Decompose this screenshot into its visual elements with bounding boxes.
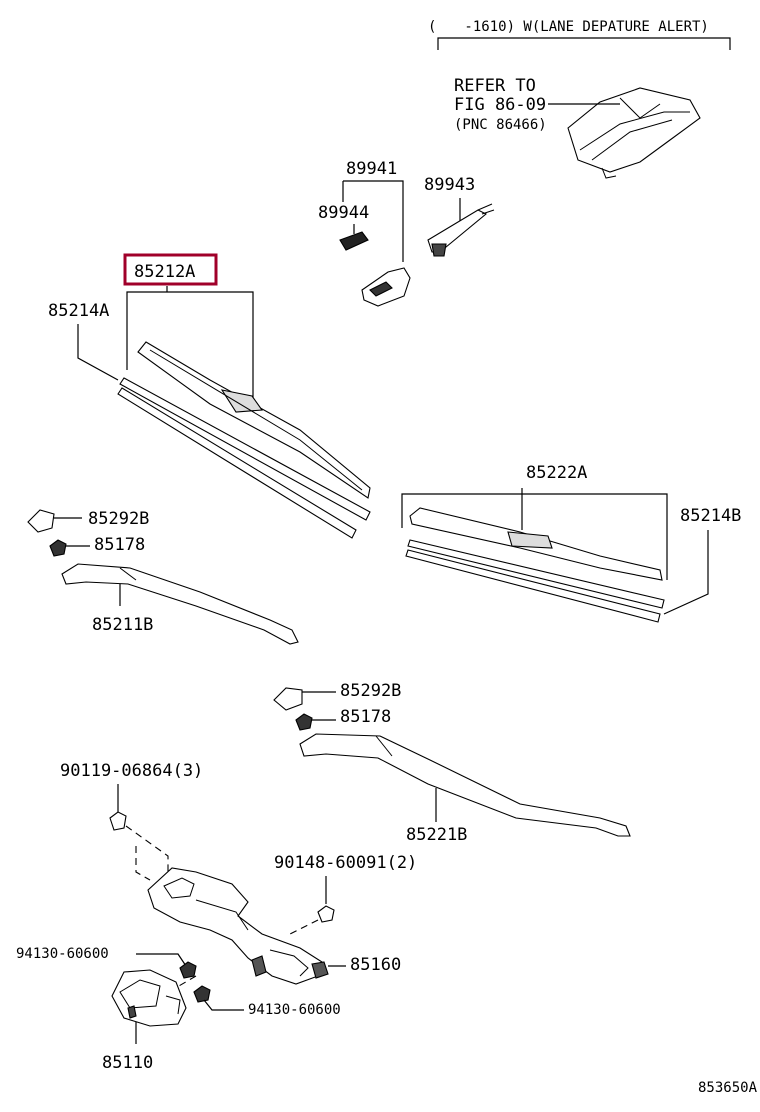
label-85292B-upper[interactable]: 85292B <box>88 509 149 529</box>
nut-94130-lower[interactable] <box>193 985 211 1003</box>
label-90119[interactable]: 90119-06864(3) <box>60 761 203 781</box>
cap-85292B-upper[interactable] <box>27 509 55 533</box>
label-85178-lower[interactable]: 85178 <box>340 707 391 727</box>
label-89941[interactable]: 89941 <box>346 159 397 179</box>
wiper-blade-85212A[interactable] <box>137 341 371 499</box>
label-85178-upper[interactable]: 85178 <box>94 535 145 555</box>
label-85212A[interactable]: 85212A <box>134 262 195 282</box>
nut-85178-upper[interactable] <box>49 539 67 557</box>
bolt-90148[interactable] <box>317 905 335 923</box>
wiper-refill-85214B[interactable] <box>405 539 665 623</box>
wiper-refill-85214A[interactable] <box>117 377 371 539</box>
label-85292B-lower[interactable]: 85292B <box>340 681 401 701</box>
label-89943[interactable]: 89943 <box>424 175 475 195</box>
bracket-89943[interactable] <box>427 203 495 257</box>
label-85221B[interactable]: 85221B <box>406 825 467 845</box>
highlight-85212A <box>123 253 218 286</box>
label-90148[interactable]: 90148-60091(2) <box>274 853 417 873</box>
label-85160[interactable]: 85160 <box>350 955 401 975</box>
cap-85292B-lower[interactable] <box>273 687 303 711</box>
refer-line2: FIG 86-09 <box>454 95 546 115</box>
wiper-motor-85110[interactable] <box>111 969 187 1027</box>
label-85211B[interactable]: 85211B <box>92 615 153 635</box>
header-bracket <box>437 37 731 50</box>
leader-85222A <box>401 493 668 580</box>
refer-line1: REFER TO <box>454 76 536 96</box>
wiper-blade-85222A[interactable] <box>409 507 663 581</box>
leader-85212A <box>126 291 254 402</box>
label-94130-lower[interactable]: 94130-60600 <box>248 1002 341 1018</box>
wiper-link-85160[interactable] <box>147 867 329 985</box>
wiper-arm-85211B[interactable] <box>61 563 299 645</box>
leader-85214B <box>663 530 709 615</box>
leader-89941 <box>343 180 404 262</box>
diagram-id: 853650A <box>698 1080 758 1096</box>
pad-89944[interactable] <box>339 231 369 251</box>
label-85214B[interactable]: 85214B <box>680 506 741 526</box>
refer-line3: (PNC 86466) <box>454 117 547 133</box>
label-85214A[interactable]: 85214A <box>48 301 109 321</box>
label-89944[interactable]: 89944 <box>318 203 369 223</box>
wiper-arm-85221B[interactable] <box>299 733 631 837</box>
label-85110[interactable]: 85110 <box>102 1053 153 1073</box>
sensor-cover-89941[interactable] <box>361 267 411 307</box>
nut-94130-upper[interactable] <box>179 961 197 979</box>
leader-85214A <box>77 324 119 381</box>
label-94130-upper[interactable]: 94130-60600 <box>16 946 109 962</box>
label-85222A[interactable]: 85222A <box>526 463 587 483</box>
camera-module[interactable] <box>567 87 701 179</box>
bolt-90119[interactable] <box>109 811 127 831</box>
nut-85178-lower[interactable] <box>295 713 313 731</box>
header-note: ( -1610) W(LANE DEPATURE ALERT) <box>428 19 709 35</box>
